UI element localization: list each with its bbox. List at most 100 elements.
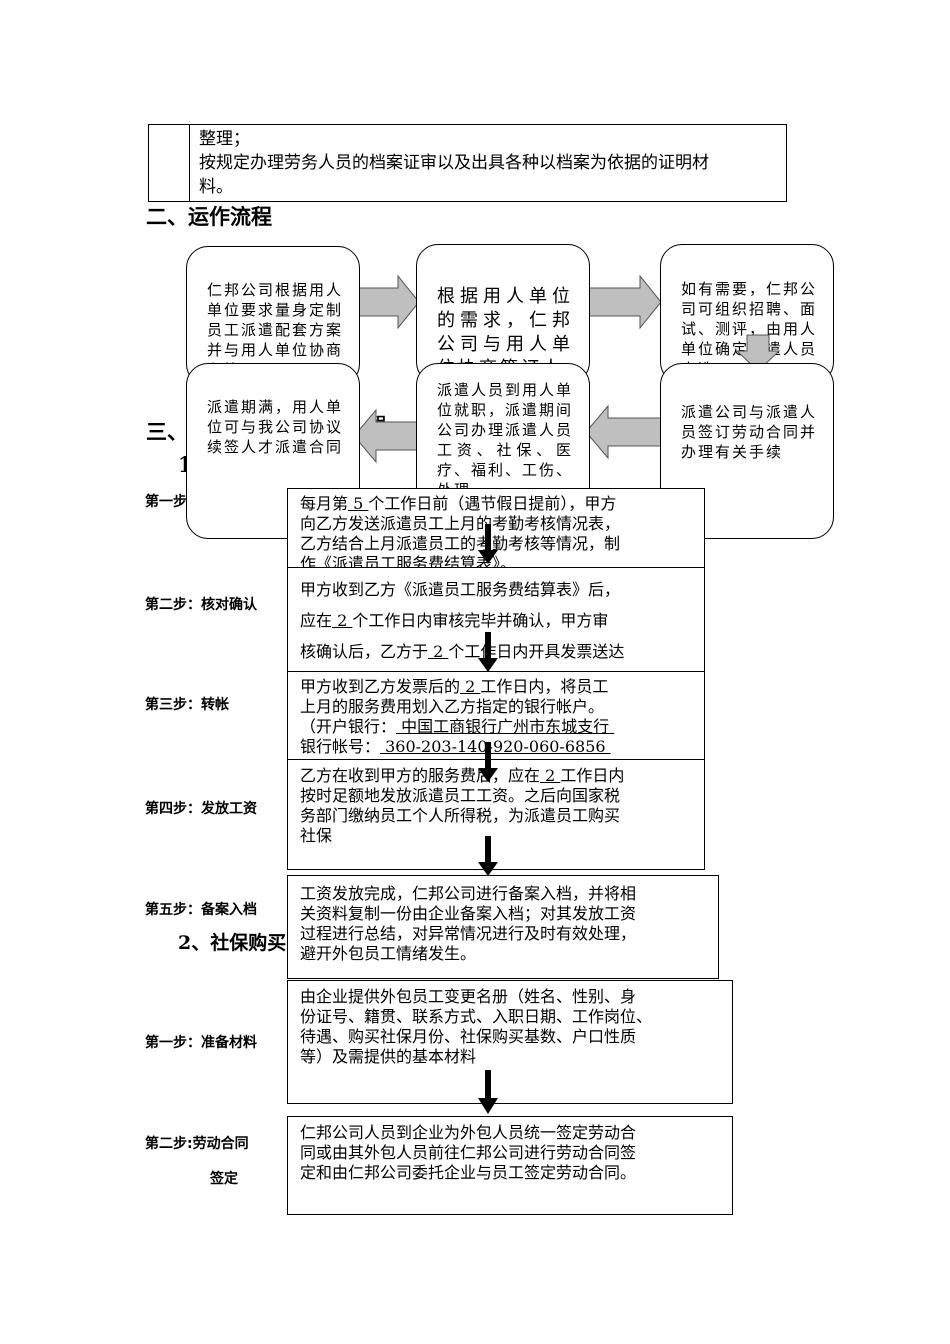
text-segment: 避开外包员工情绪发生。 <box>300 944 477 963</box>
text-segment: 核确认后，乙方于 <box>300 642 429 661</box>
step-text-line: 定和由仁邦公司委托企业与员工签定劳动合同。 <box>300 1163 724 1183</box>
subsection-2-title: 2、社保购买 <box>178 932 287 954</box>
step-label: 第五步：备案入档 <box>145 902 257 918</box>
text-segment: 甲方收到乙方发票后的 <box>300 677 461 696</box>
table-cell-text: 整理； 按规定办理劳务人员的档案证审以及出具各种以档案为依据的证明材 料。 <box>199 127 784 199</box>
text-segment: 乙方在收到甲方的服务费后，应在 <box>300 766 541 785</box>
flow-box-1: 仁邦公司根据用人单位要求量身定制员工派遣配套方案并与用人单位协商和签订 <box>186 246 360 386</box>
step-text-line: 乙方结合上月派遣员工的考勤考核等情况，制 <box>300 534 696 554</box>
underlined-value: 2 <box>332 611 353 630</box>
table-line: 料。 <box>199 177 233 197</box>
step-text-line: 务部门缴纳员工个人所得税，为派遣员工购买 <box>300 806 696 826</box>
step-label: 第一步：准备材料 <box>145 1035 257 1051</box>
text-segment: 工作日内 <box>560 766 625 785</box>
step-text-line: 关资料复制一份由企业备案入档；对其发放工资 <box>300 904 710 924</box>
step-text-line: 向乙方发送派遣员工上月的考勤考核情况表， <box>300 514 696 534</box>
step-text-line: 工资发放完成，仁邦公司进行备案入档，并将相 <box>300 884 710 904</box>
section-3-title: 三、 <box>146 419 188 444</box>
text-segment: 甲方收到乙方《派遣员工服务费结算表》后， <box>300 580 621 599</box>
step-box-3: 甲方收到乙方发票后的 2 工作日内，将员工上月的服务费用划入乙方指定的银行帐户。… <box>287 671 705 760</box>
block-arrow-down <box>735 334 781 372</box>
step-text-line: 仁邦公司人员到企业为外包人员统一签定劳动合 <box>300 1123 724 1143</box>
text-segment: 关资料复制一份由企业备案入档；对其发放工资 <box>300 904 637 923</box>
step-box-text: 由企业提供外包员工变更名册（姓名、性别、身份证号、籍贯、联系方式、入职日期、工作… <box>300 987 724 1067</box>
section-2-title: 二、运作流程 <box>146 204 272 229</box>
top-table: 整理； 按规定办理劳务人员的档案证审以及出具各种以档案为依据的证明材 料。 <box>148 124 787 202</box>
text-segment: 上月的服务费用划入乙方指定的银行帐户。 <box>300 697 605 716</box>
step-label: 第四步：发放工资 <box>145 801 257 817</box>
step-text-line: 上月的服务费用划入乙方指定的银行帐户。 <box>300 697 696 717</box>
step-box-text: 工资发放完成，仁邦公司进行备案入档，并将相关资料复制一份由企业备案入档；对其发放… <box>300 884 710 964</box>
text-segment: 社保 <box>300 826 333 845</box>
block-arrow-left-2 <box>585 404 662 460</box>
step-text-line: 甲方收到乙方发票后的 2 工作日内，将员工 <box>300 677 696 697</box>
text-segment: 向乙方发送派遣员工上月的考勤考核情况表， <box>300 514 621 533</box>
text-segment: （开户银行： <box>300 717 397 736</box>
step-text-line: 作《派遣员工服务费结算表》。 <box>300 554 696 568</box>
underlined-value: 2 <box>428 642 449 661</box>
step-text-line: 过程进行总结，对异常情况进行及时有效处理， <box>300 924 710 944</box>
text-segment: 个工作日前（遇节假日提前），甲方 <box>368 494 617 513</box>
step-box-5: 工资发放完成，仁邦公司进行备案入档，并将相关资料复制一份由企业备案入档；对其发放… <box>287 875 719 979</box>
step-box-6: 由企业提供外包员工变更名册（姓名、性别、身份证号、籍贯、联系方式、入职日期、工作… <box>287 980 733 1104</box>
flow-box-text: 派遣人员到用人单位就职，派遣期间公司办理派遣人员工资、社保、医疗、福利、工伤、处… <box>437 381 574 499</box>
underlined-value: 5 <box>348 494 369 513</box>
step-text-line: 由企业提供外包员工变更名册（姓名、性别、身 <box>300 987 724 1007</box>
text-segment: 由企业提供外包员工变更名册（姓名、性别、身 <box>300 987 637 1006</box>
text-segment: 务部门缴纳员工个人所得税，为派遣员工购买 <box>300 806 621 825</box>
underlined-value: 中国工商银行广州市东城支行 <box>396 717 615 736</box>
text-segment: 工资发放完成，仁邦公司进行备案入档，并将相 <box>300 884 637 903</box>
text-segment: 仁邦公司人员到企业为外包人员统一签定劳动合 <box>300 1123 637 1142</box>
step-box-text: 甲方收到乙方《派遣员工服务费结算表》后， 应在 2 个工作日内审核完毕并确认，甲方… <box>300 574 696 667</box>
flow-box-text: 派遣公司与派遣人员签订劳动合同并办理有关手续 <box>681 403 818 461</box>
step-text-line: （开户银行： 中国工商银行广州市东城支行 <box>300 717 696 737</box>
flow-box-text: 派遣期满，用人单位可与我公司协议续签人才派遣合同 <box>207 398 344 456</box>
step-text-line: 银行帐号： 360-203-140-920-060-6856 <box>300 737 696 757</box>
block-arrow-right-1 <box>357 274 420 330</box>
step-box-1: 每月第 5 个工作日前（遇节假日提前），甲方向乙方发送派遣员工上月的考勤考核情况… <box>287 488 705 568</box>
step-label: 第一步 <box>145 494 187 510</box>
step-text-line: 同或由其外包人员前往仁邦公司进行劳动合同签 <box>300 1143 724 1163</box>
step-text-line: 甲方收到乙方《派遣员工服务费结算表》后， <box>300 574 696 605</box>
step-label: 第三步：转帐 <box>145 697 229 713</box>
step-box-7: 仁邦公司人员到企业为外包人员统一签定劳动合同或由其外包人员前往仁邦公司进行劳动合… <box>287 1116 733 1215</box>
step-text-line: 每月第 5 个工作日前（遇节假日提前），甲方 <box>300 494 696 514</box>
step-text-line: 等）及需提供的基本材料 <box>300 1047 724 1067</box>
block-arrow-left-1 <box>353 408 420 464</box>
down-arrow <box>478 742 498 782</box>
step-text-line: 应在 2 个工作日内审核完毕并确认，甲方审 <box>300 605 696 636</box>
underlined-value: 2 <box>540 766 561 785</box>
step-box-text: 每月第 5 个工作日前（遇节假日提前），甲方向乙方发送派遣员工上月的考勤考核情况… <box>300 494 696 568</box>
step-text-line: 核确认后，乙方于 2 个工作日内开具发票送达 <box>300 636 696 667</box>
down-arrow <box>478 632 498 672</box>
text-segment: 银行帐号： <box>300 737 381 756</box>
text-segment: 过程进行总结，对异常情况进行及时有效处理， <box>300 924 637 943</box>
step-text-line: 份证号、籍贯、联系方式、入职日期、工作岗位、 <box>300 1007 724 1027</box>
text-segment: 工作日内，将员工 <box>480 677 609 696</box>
step-text-line: 社保 <box>300 826 696 846</box>
step-label: 第二步：核对确认 <box>145 597 257 613</box>
text-segment: 应在 <box>300 611 333 630</box>
underlined-value: 2 <box>460 677 481 696</box>
table-line: 整理； <box>199 129 250 149</box>
underlined-value: 360-203-140-920-060-6856 <box>380 737 611 756</box>
text-segment: 乙方结合上月派遣员工的考勤考核等情况，制 <box>300 534 621 553</box>
step-box-text: 乙方在收到甲方的服务费后，应在 2 工作日内按时足额地发放派遣员工工资。之后向国… <box>300 766 696 846</box>
flow-box-text: 仁邦公司根据用人单位要求量身定制员工派遣配套方案并与用人单位协商和签订 <box>207 281 344 379</box>
table-line: 按规定办理劳务人员的档案证审以及出具各种以档案为依据的证明材 <box>199 153 709 173</box>
text-segment: 等）及需提供的基本材料 <box>300 1047 477 1066</box>
step-box-2: 甲方收到乙方《派遣员工服务费结算表》后， 应在 2 个工作日内审核完毕并确认，甲方… <box>287 567 705 672</box>
step-label-line2: 签定 <box>210 1171 238 1187</box>
text-segment: 份证号、籍贯、联系方式、入职日期、工作岗位、 <box>300 1007 653 1026</box>
text-segment: 作《派遣员工服务费结算表》。 <box>300 554 517 568</box>
block-arrow-right-2 <box>585 274 662 330</box>
table-divider <box>189 125 190 201</box>
step-box-text: 仁邦公司人员到企业为外包人员统一签定劳动合同或由其外包人员前往仁邦公司进行劳动合… <box>300 1123 724 1183</box>
text-segment: 待遇、购买社保月份、社保购买基数、户口性质 <box>300 1027 637 1046</box>
text-segment: 按时足额地发放派遣员工工资。之后向国家税 <box>300 786 621 805</box>
step-text-line: 乙方在收到甲方的服务费后，应在 2 工作日内 <box>300 766 696 786</box>
step-text-line: 避开外包员工情绪发生。 <box>300 944 710 964</box>
step-label: 第二步:劳动合同 <box>145 1136 249 1152</box>
text-segment: 个工作日内开具发票送达 <box>448 642 625 661</box>
